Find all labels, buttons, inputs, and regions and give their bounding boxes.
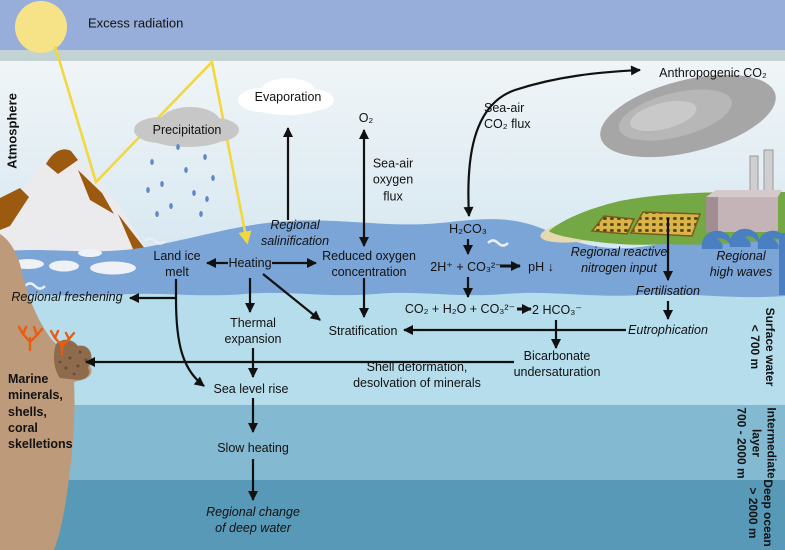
atmosphere-axis-label: Atmosphere	[4, 93, 20, 169]
smoke-cloud-icon	[600, 74, 776, 158]
ocean-surface-band	[0, 219, 785, 298]
marine-minerals-label: Marine minerals, shells, coral skelletio…	[8, 372, 73, 451]
deep-ocean-layer	[0, 480, 785, 550]
slow-heating-label: Slow heating	[217, 440, 289, 455]
reaction2-lhs-label: CO₂ + H₂O + CO₃²⁻	[404, 301, 516, 316]
coral-icon	[17, 325, 76, 356]
sea-air-co2-flux-label: Sea-air CO₂ flux	[484, 100, 531, 131]
seafloor-slope-icon	[0, 234, 92, 550]
thermal-expansion-label: Thermal expansion	[224, 315, 282, 346]
intermediate-depth-label: Intermediate layer 700 - 2000 m	[734, 407, 779, 479]
sea-level-rise-label: Sea level rise	[213, 381, 289, 396]
reaction1-rhs-label: pH ↓	[528, 259, 554, 274]
haze-strip	[0, 50, 785, 61]
reaction2-rhs-label: 2 HCO₃⁻	[532, 302, 582, 317]
regional-high-waves-label: Regional high waves	[709, 248, 773, 279]
land-ice-melt-label: Land ice melt	[153, 248, 201, 279]
deep-ocean-depth-label: Deep ocean > 2000 m	[746, 479, 775, 547]
flow-arrows	[85, 65, 673, 501]
water-squiggles	[24, 237, 509, 290]
farm-fields-icon	[590, 211, 702, 237]
eutrophication-label: Eutrophication	[628, 322, 708, 337]
fertilisation-label: Fertilisation	[636, 283, 700, 298]
anthropogenic-co2-label: Anthropogenic CO₂	[659, 65, 767, 80]
sky-top-band	[0, 0, 785, 50]
sun-icon	[15, 1, 67, 53]
regional-reactive-nitrogen-label: Regional reactive nitrogen input	[570, 244, 668, 275]
ice-floes-icon	[12, 249, 136, 275]
surface-water-layer	[0, 285, 785, 405]
evaporation-cloud-icon	[238, 78, 334, 115]
bicarbonate-undersaturation-label: Bicarbonate undersaturation	[513, 348, 601, 379]
high-waves-icon	[701, 228, 785, 295]
rain-cloud-icon	[134, 107, 239, 147]
evaporation-label: Evaporation	[254, 89, 322, 104]
surface-water-depth-label: Surface water < 700 m	[748, 307, 777, 387]
factory-icon	[706, 149, 782, 232]
excess-radiation-label: Excess radiation	[88, 15, 184, 31]
sea-air-oxygen-flux-label: Sea-air oxygen flux	[372, 156, 414, 204]
regional-salinification-label: Regional salinification	[260, 217, 330, 248]
precipitation-label: Precipitation	[152, 122, 222, 137]
stratification-label: Stratification	[328, 323, 398, 338]
o2-label: O₂	[358, 110, 374, 125]
h2co3-label: H₂CO₃	[449, 221, 487, 236]
reduced-oxygen-label: Reduced oxygen concentration	[322, 248, 416, 279]
regional-freshening-label: Regional freshening	[11, 289, 123, 304]
rain-drops-icon	[146, 144, 215, 217]
reaction1-lhs-label: 2H⁺ + CO₃²⁻	[430, 259, 502, 274]
regional-change-deep-water-label: Regional change of deep water	[206, 504, 300, 535]
intermediate-layer	[0, 405, 785, 480]
heating-label: Heating	[228, 255, 272, 270]
shell-deformation-label: Shell deformation, desolvation of minera…	[353, 359, 481, 390]
